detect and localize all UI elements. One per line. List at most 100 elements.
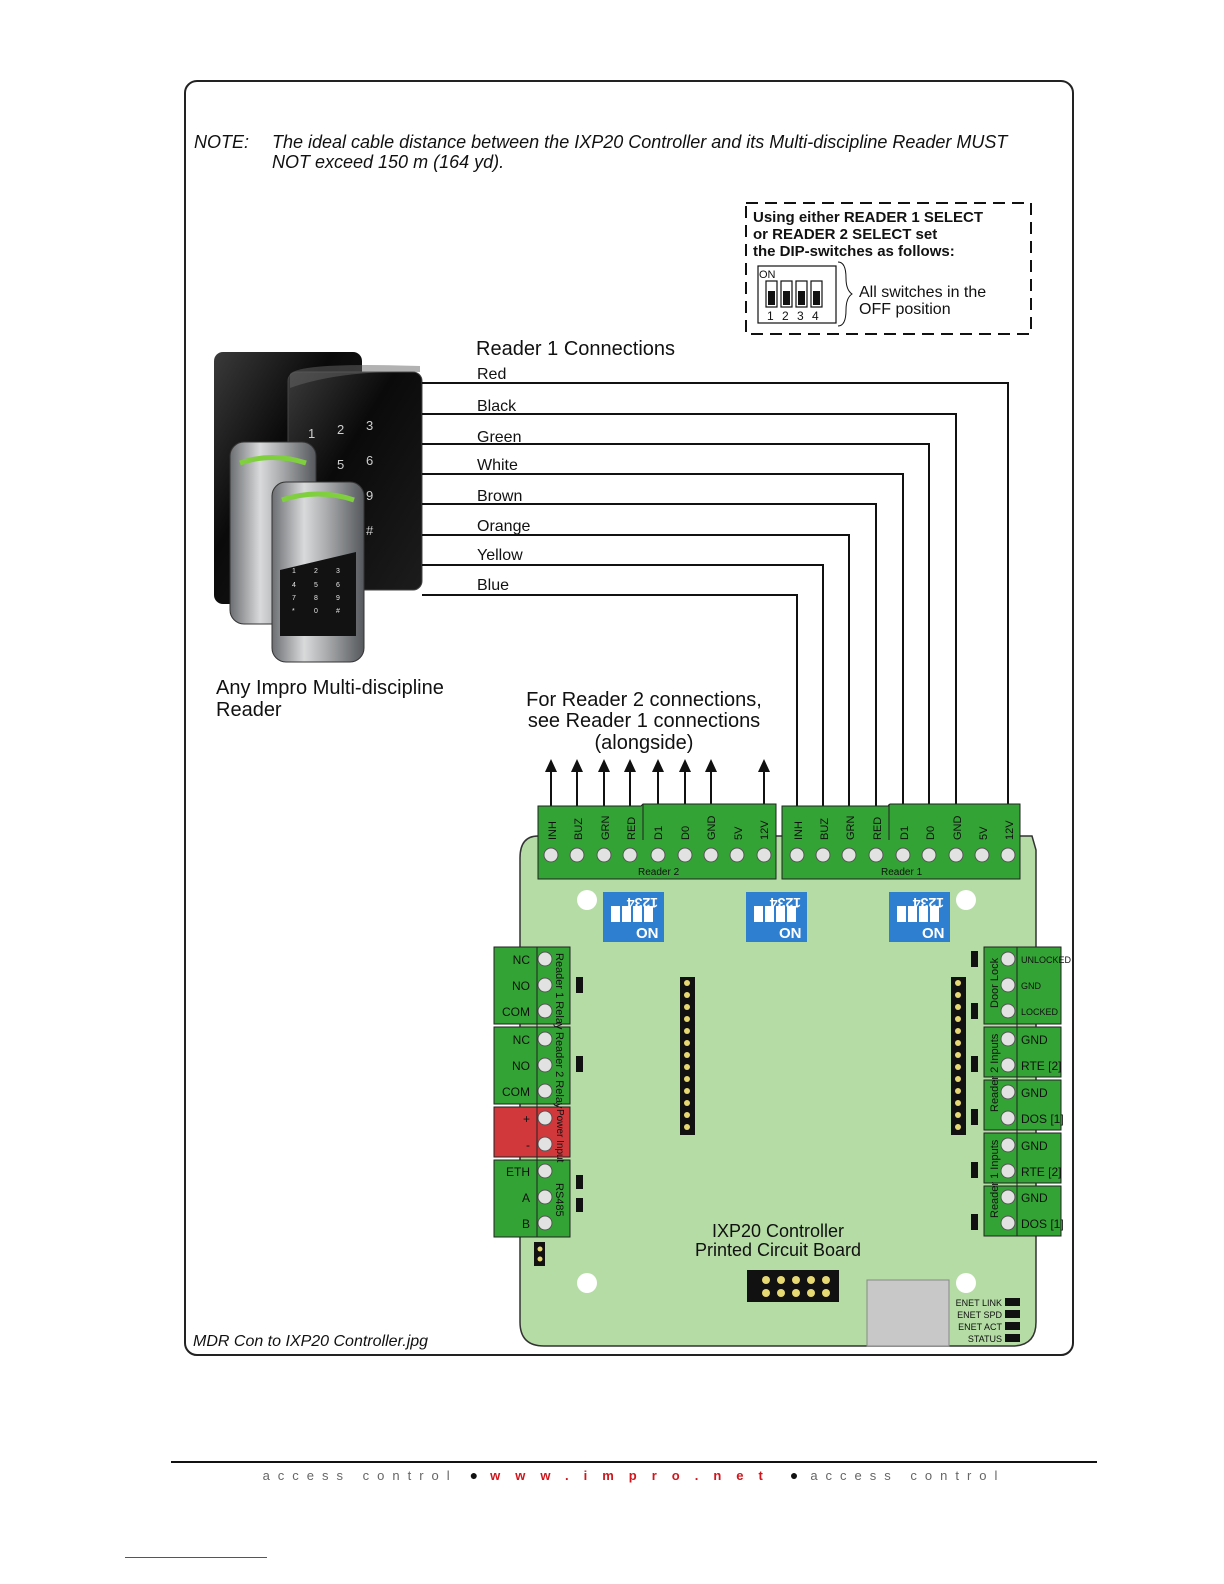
bottom-rule	[125, 1557, 267, 1558]
image-filename: MDR Con to IXP20 Controller.jpg	[193, 1333, 428, 1350]
reader2-block-label: Reader 2	[638, 867, 680, 878]
svg-text:8: 8	[314, 595, 318, 602]
r2-pin-label: 5V	[733, 826, 745, 840]
svg-text:6: 6	[366, 453, 373, 468]
right-terminal-blocks	[983, 946, 1062, 1237]
r2-pin-label: BUZ	[573, 818, 585, 840]
dip-on-label: ON	[759, 269, 776, 281]
svg-text:2: 2	[314, 568, 318, 575]
note-line-1: The ideal cable distance between the IXP…	[272, 132, 1009, 152]
rs485-pin: A	[522, 1191, 530, 1205]
door-lock-label: Door Lock	[989, 957, 1001, 1008]
svg-text:#: #	[366, 523, 374, 538]
dip-box-line-2: or READER 2 SELECT set	[753, 226, 937, 243]
svg-text:6: 6	[336, 582, 340, 589]
pcb-header-pins	[537, 980, 961, 1297]
svg-text:2: 2	[337, 422, 344, 437]
r1-input-pin: DOS [1]	[1021, 1217, 1064, 1231]
r2-pin-label: GRN	[600, 816, 612, 841]
r2-pin-label: INH	[547, 821, 559, 840]
pcb-dip-on-label: ON	[779, 925, 802, 942]
dip-desc-line-2: OFF position	[859, 301, 951, 318]
r1-pin-label: GND	[952, 816, 964, 841]
svg-text:5: 5	[314, 582, 318, 589]
pcb-dip-numbers: 1234	[627, 895, 658, 911]
pcb-caption-line-2: Printed Circuit Board	[695, 1240, 861, 1260]
reader2-note-line-3: (alongside)	[595, 732, 694, 754]
reader2-terminal-block	[537, 803, 777, 880]
r2-pin-label: D1	[653, 826, 665, 840]
left-terminal-screws	[537, 951, 553, 1231]
r2-input-pin: RTE [2]	[1021, 1059, 1061, 1073]
svg-text:9: 9	[336, 595, 340, 602]
relay1-pin: NO	[512, 979, 530, 993]
pcb-board	[519, 835, 1037, 1347]
rs485-label: RS485	[553, 1183, 565, 1217]
dip-box-line-1: Using either READER 1 SELECT	[753, 209, 983, 226]
pcb-dip-on-label: ON	[922, 925, 945, 942]
relay2-pin: NO	[512, 1059, 530, 1073]
relay2-label: Reader 2 Relay	[553, 1032, 565, 1109]
svg-text:3: 3	[366, 418, 373, 433]
dip-switch-icon	[757, 261, 853, 327]
reader-caption-line-1: Any Impro Multi-discipline	[216, 677, 444, 699]
reader2-note-line-2: see Reader 1 connections	[528, 710, 760, 732]
footer-url-link[interactable]: www.impro.net	[490, 1468, 778, 1483]
r2-input-pin: GND	[1021, 1033, 1048, 1047]
reader-caption-line-2: Reader	[216, 699, 282, 721]
pcb-dip-on-label: ON	[636, 925, 659, 942]
left-terminal-blocks	[493, 946, 571, 1238]
wire-label-red: Red	[477, 366, 506, 383]
reader2-note-line-1: For Reader 2 connections,	[526, 689, 762, 711]
r1-input-pin: GND	[1021, 1139, 1048, 1153]
r2-pin-label: D0	[680, 826, 692, 840]
note-prefix: NOTE:	[194, 132, 249, 152]
r2-pin-label: 12V	[759, 820, 771, 840]
svg-text:#: #	[336, 608, 340, 615]
dip-instruction-box	[745, 202, 1032, 335]
page-footer: access control●www.impro.net●access cont…	[171, 1467, 1097, 1483]
reader1-block-label: Reader 1	[881, 867, 923, 878]
wire-label-yellow: Yellow	[477, 547, 523, 564]
r1-pin-label: RED	[872, 817, 884, 840]
status-leds	[1005, 1298, 1020, 1342]
rs485-pin: B	[522, 1217, 530, 1231]
r1-input-pin: GND	[1021, 1191, 1048, 1205]
wire-label-green: Green	[477, 429, 521, 446]
svg-text:4: 4	[292, 582, 296, 589]
footer-left-text: access control	[262, 1468, 458, 1483]
footer-bullet-icon: ●	[789, 1467, 799, 1483]
svg-text:1: 1	[292, 568, 296, 575]
reader1-wires	[422, 382, 1009, 806]
r1-pin-label: D0	[925, 826, 937, 840]
svg-text:0: 0	[314, 608, 318, 615]
reader2-inputs-label: Reader 2 Inputs	[989, 1033, 1001, 1112]
r1-input-pin: RTE [2]	[1021, 1165, 1061, 1179]
svg-text:9: 9	[366, 488, 373, 503]
svg-text:7: 7	[292, 595, 296, 602]
reader1-pins: INH BUZ GRN RED D1 D0 GND 5V 12V	[789, 816, 1016, 863]
dip-num-2: 2	[782, 309, 789, 323]
relay2-pin: COM	[502, 1085, 530, 1099]
mounting-holes	[577, 890, 976, 1293]
status-led-label: ENET LINK	[956, 1298, 1002, 1308]
r1-pin-label: 5V	[978, 826, 990, 840]
status-led-label: STATUS	[968, 1334, 1002, 1344]
door-pin: LOCKED	[1021, 1007, 1059, 1017]
door-pin: UNLOCKED	[1021, 955, 1072, 965]
reader2-pins: INH BUZ GRN RED D1 D0 GND 5V 12V	[543, 816, 772, 863]
r1-pin-label: GRN	[845, 816, 857, 841]
svg-text:*: *	[292, 608, 295, 615]
r1-pin-label: D1	[899, 826, 911, 840]
relay2-pin: NC	[513, 1033, 531, 1047]
relay1-pin: COM	[502, 1005, 530, 1019]
right-terminal-screws	[1000, 951, 1016, 1231]
status-led-label: ENET ACT	[958, 1322, 1002, 1332]
dip-num-4: 4	[812, 309, 819, 323]
wire-label-white: White	[477, 457, 518, 474]
pcb-dip-switch-select	[889, 892, 950, 942]
ethernet-port	[866, 1279, 950, 1347]
footer-right-text: access control	[810, 1468, 1006, 1483]
